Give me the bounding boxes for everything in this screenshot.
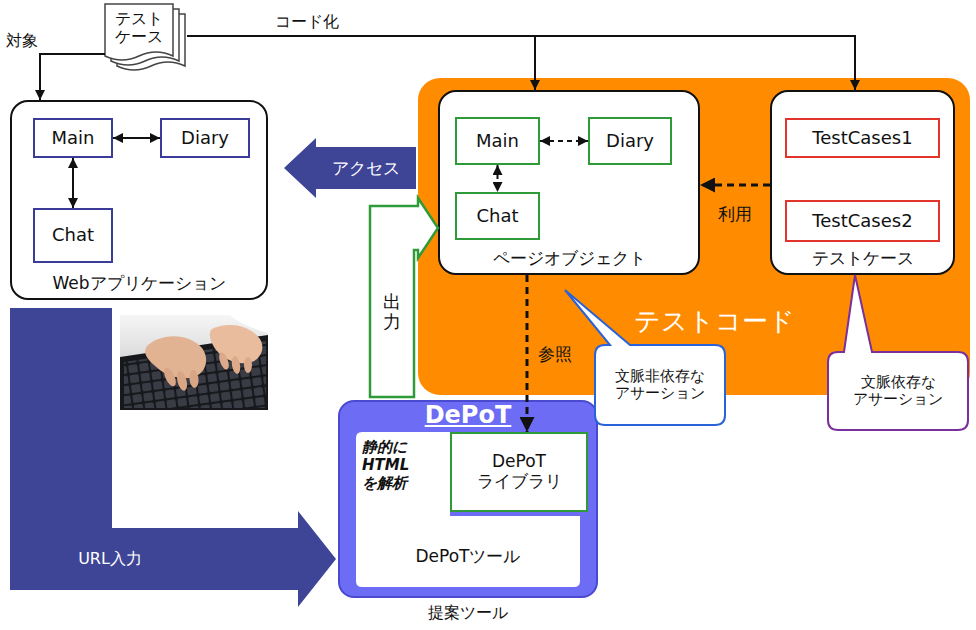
box-label: Main xyxy=(476,131,519,152)
test-case-document: テスト ケース xyxy=(105,4,187,74)
photo-ground xyxy=(120,315,268,410)
edge-label: 対象 xyxy=(6,32,38,50)
edge-label: アクセス xyxy=(332,159,400,178)
document-sheet xyxy=(105,4,173,60)
connector xyxy=(113,137,160,139)
block-arrow xyxy=(10,308,336,607)
edge-label: URL入力 xyxy=(78,550,142,568)
box-label: Chat xyxy=(476,206,518,227)
test-class-box: TestCases2 xyxy=(785,200,940,242)
document-label: テスト ケース xyxy=(113,10,165,47)
page-box: Chat xyxy=(455,192,540,240)
callout-outline xyxy=(828,275,968,430)
box-label: Chat xyxy=(52,225,94,246)
keyboard-photo xyxy=(120,315,268,410)
depot-tool-box: 静的に HTML を解析DePoTツールDePoT ライブラリDePoT提案ツー… xyxy=(338,400,598,598)
connector xyxy=(72,158,74,208)
block-arrow xyxy=(284,138,416,198)
page-box: Diary xyxy=(160,118,250,158)
block-arrow xyxy=(370,198,438,397)
box-label: TestCases1 xyxy=(812,128,912,149)
left-hand xyxy=(145,336,206,378)
finger xyxy=(189,370,200,389)
box-label: Diary xyxy=(181,128,229,149)
tool-caption: 提案ツール xyxy=(428,604,508,622)
region-caption: テストコード xyxy=(634,307,795,336)
finger xyxy=(175,370,189,392)
finger xyxy=(230,355,241,374)
library-box: DePoT ライブラリ xyxy=(450,432,588,512)
page-box: Main xyxy=(33,118,113,158)
connector xyxy=(540,140,588,142)
edge-label: 出力 xyxy=(383,292,401,332)
connector xyxy=(497,165,499,192)
tool-title: DePoT xyxy=(425,403,512,427)
callout-bubble: 文脈依存な アサーション xyxy=(828,352,968,430)
callout-text: 文脈依存な アサーション xyxy=(828,374,968,409)
box-caption: ページオブジェクト xyxy=(493,249,646,269)
edge-label: コード化 xyxy=(275,13,339,31)
page-box: Chat xyxy=(33,208,113,263)
panel-note: 静的に HTML を解析 xyxy=(362,438,416,492)
connector xyxy=(40,54,105,100)
edge-label: 利用 xyxy=(718,205,752,224)
connector xyxy=(187,36,535,90)
callout-text: 文脈非依存な アサーション xyxy=(595,368,725,403)
panel-caption: DePoTツール xyxy=(416,547,521,567)
page-object-box: Main DiaryChat ページオブジェクト xyxy=(438,90,700,275)
box-label: DePoT ライブラリ xyxy=(452,452,586,491)
connector xyxy=(526,275,529,432)
page-box: Main xyxy=(455,117,540,165)
connector xyxy=(700,184,770,187)
finger xyxy=(244,357,252,373)
box-label: Diary xyxy=(606,131,654,152)
web-application-box: Main DiaryChatWebアプリケーション xyxy=(10,100,268,300)
test-class-box: TestCases1 xyxy=(785,118,940,158)
box-caption: テストケース xyxy=(812,249,914,269)
callout-outline xyxy=(565,290,725,425)
box-caption: Webアプリケーション xyxy=(52,274,225,294)
edge-label: 参照 xyxy=(538,344,572,363)
callout-bubble: 文脈非依存な アサーション xyxy=(595,345,725,425)
page-box: Diary xyxy=(588,117,672,165)
box-label: Main xyxy=(52,128,95,149)
test-case-box: TestCases1TestCases2 テストケース xyxy=(770,90,955,275)
connector xyxy=(187,36,855,90)
finger xyxy=(217,351,231,371)
box-label: TestCases2 xyxy=(812,211,912,232)
finger xyxy=(162,366,179,388)
